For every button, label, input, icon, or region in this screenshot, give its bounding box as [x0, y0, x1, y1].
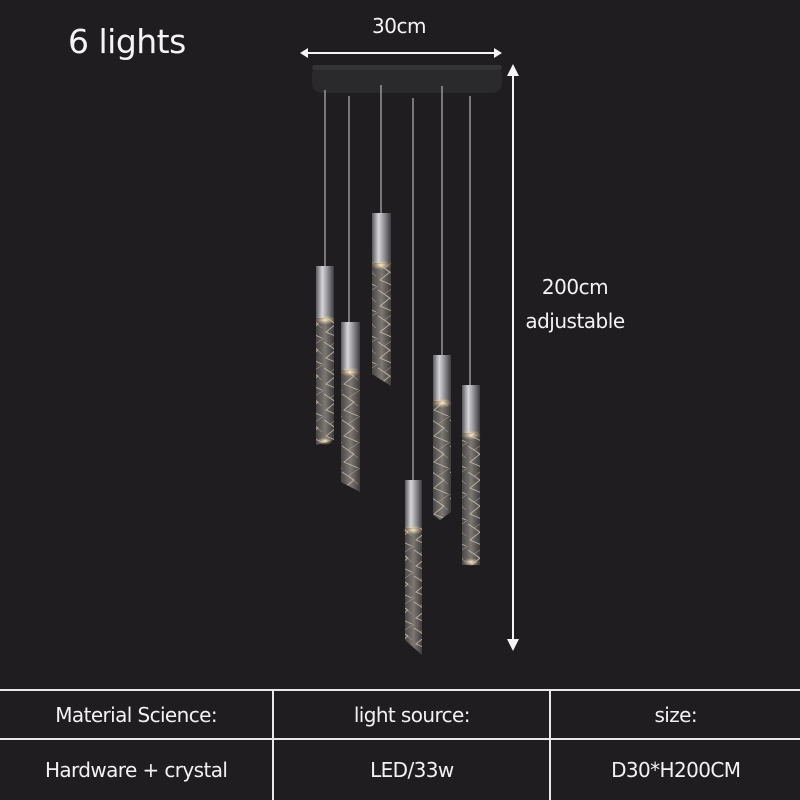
height-dimension-label: 200cm adjustable — [516, 270, 634, 338]
pendant-light-1 — [315, 266, 335, 445]
pendant-light-4 — [432, 355, 452, 520]
pendant-light-5 — [461, 385, 481, 566]
ceiling-canopy — [312, 65, 502, 93]
spec-table: Material Science: light source: size: Ha… — [0, 689, 800, 800]
value-light-source: LED/33w — [272, 738, 552, 800]
light-count-title: 6 lights — [68, 22, 186, 61]
value-size: D30*H200CM — [549, 738, 800, 800]
value-material: Hardware + crystal — [0, 738, 275, 800]
header-material: Material Science: — [0, 689, 275, 740]
height-arrow — [507, 64, 519, 651]
header-light-source: light source: — [272, 689, 552, 740]
spec-value-row: Hardware + crystal LED/33w D30*H200CM — [0, 738, 800, 800]
width-dimension-label: 30cm — [372, 14, 426, 38]
spec-header-row: Material Science: light source: size: — [0, 689, 800, 740]
header-size: size: — [549, 689, 800, 740]
width-arrow — [300, 48, 502, 58]
suspension-cables — [324, 85, 471, 480]
height-note: adjustable — [525, 309, 625, 333]
pendant-light-3 — [371, 213, 391, 386]
pendant-light-2 — [340, 322, 360, 492]
pendant-light-6 — [403, 480, 423, 655]
chandelier-illustration — [300, 48, 519, 655]
height-value: 200cm — [541, 275, 609, 299]
